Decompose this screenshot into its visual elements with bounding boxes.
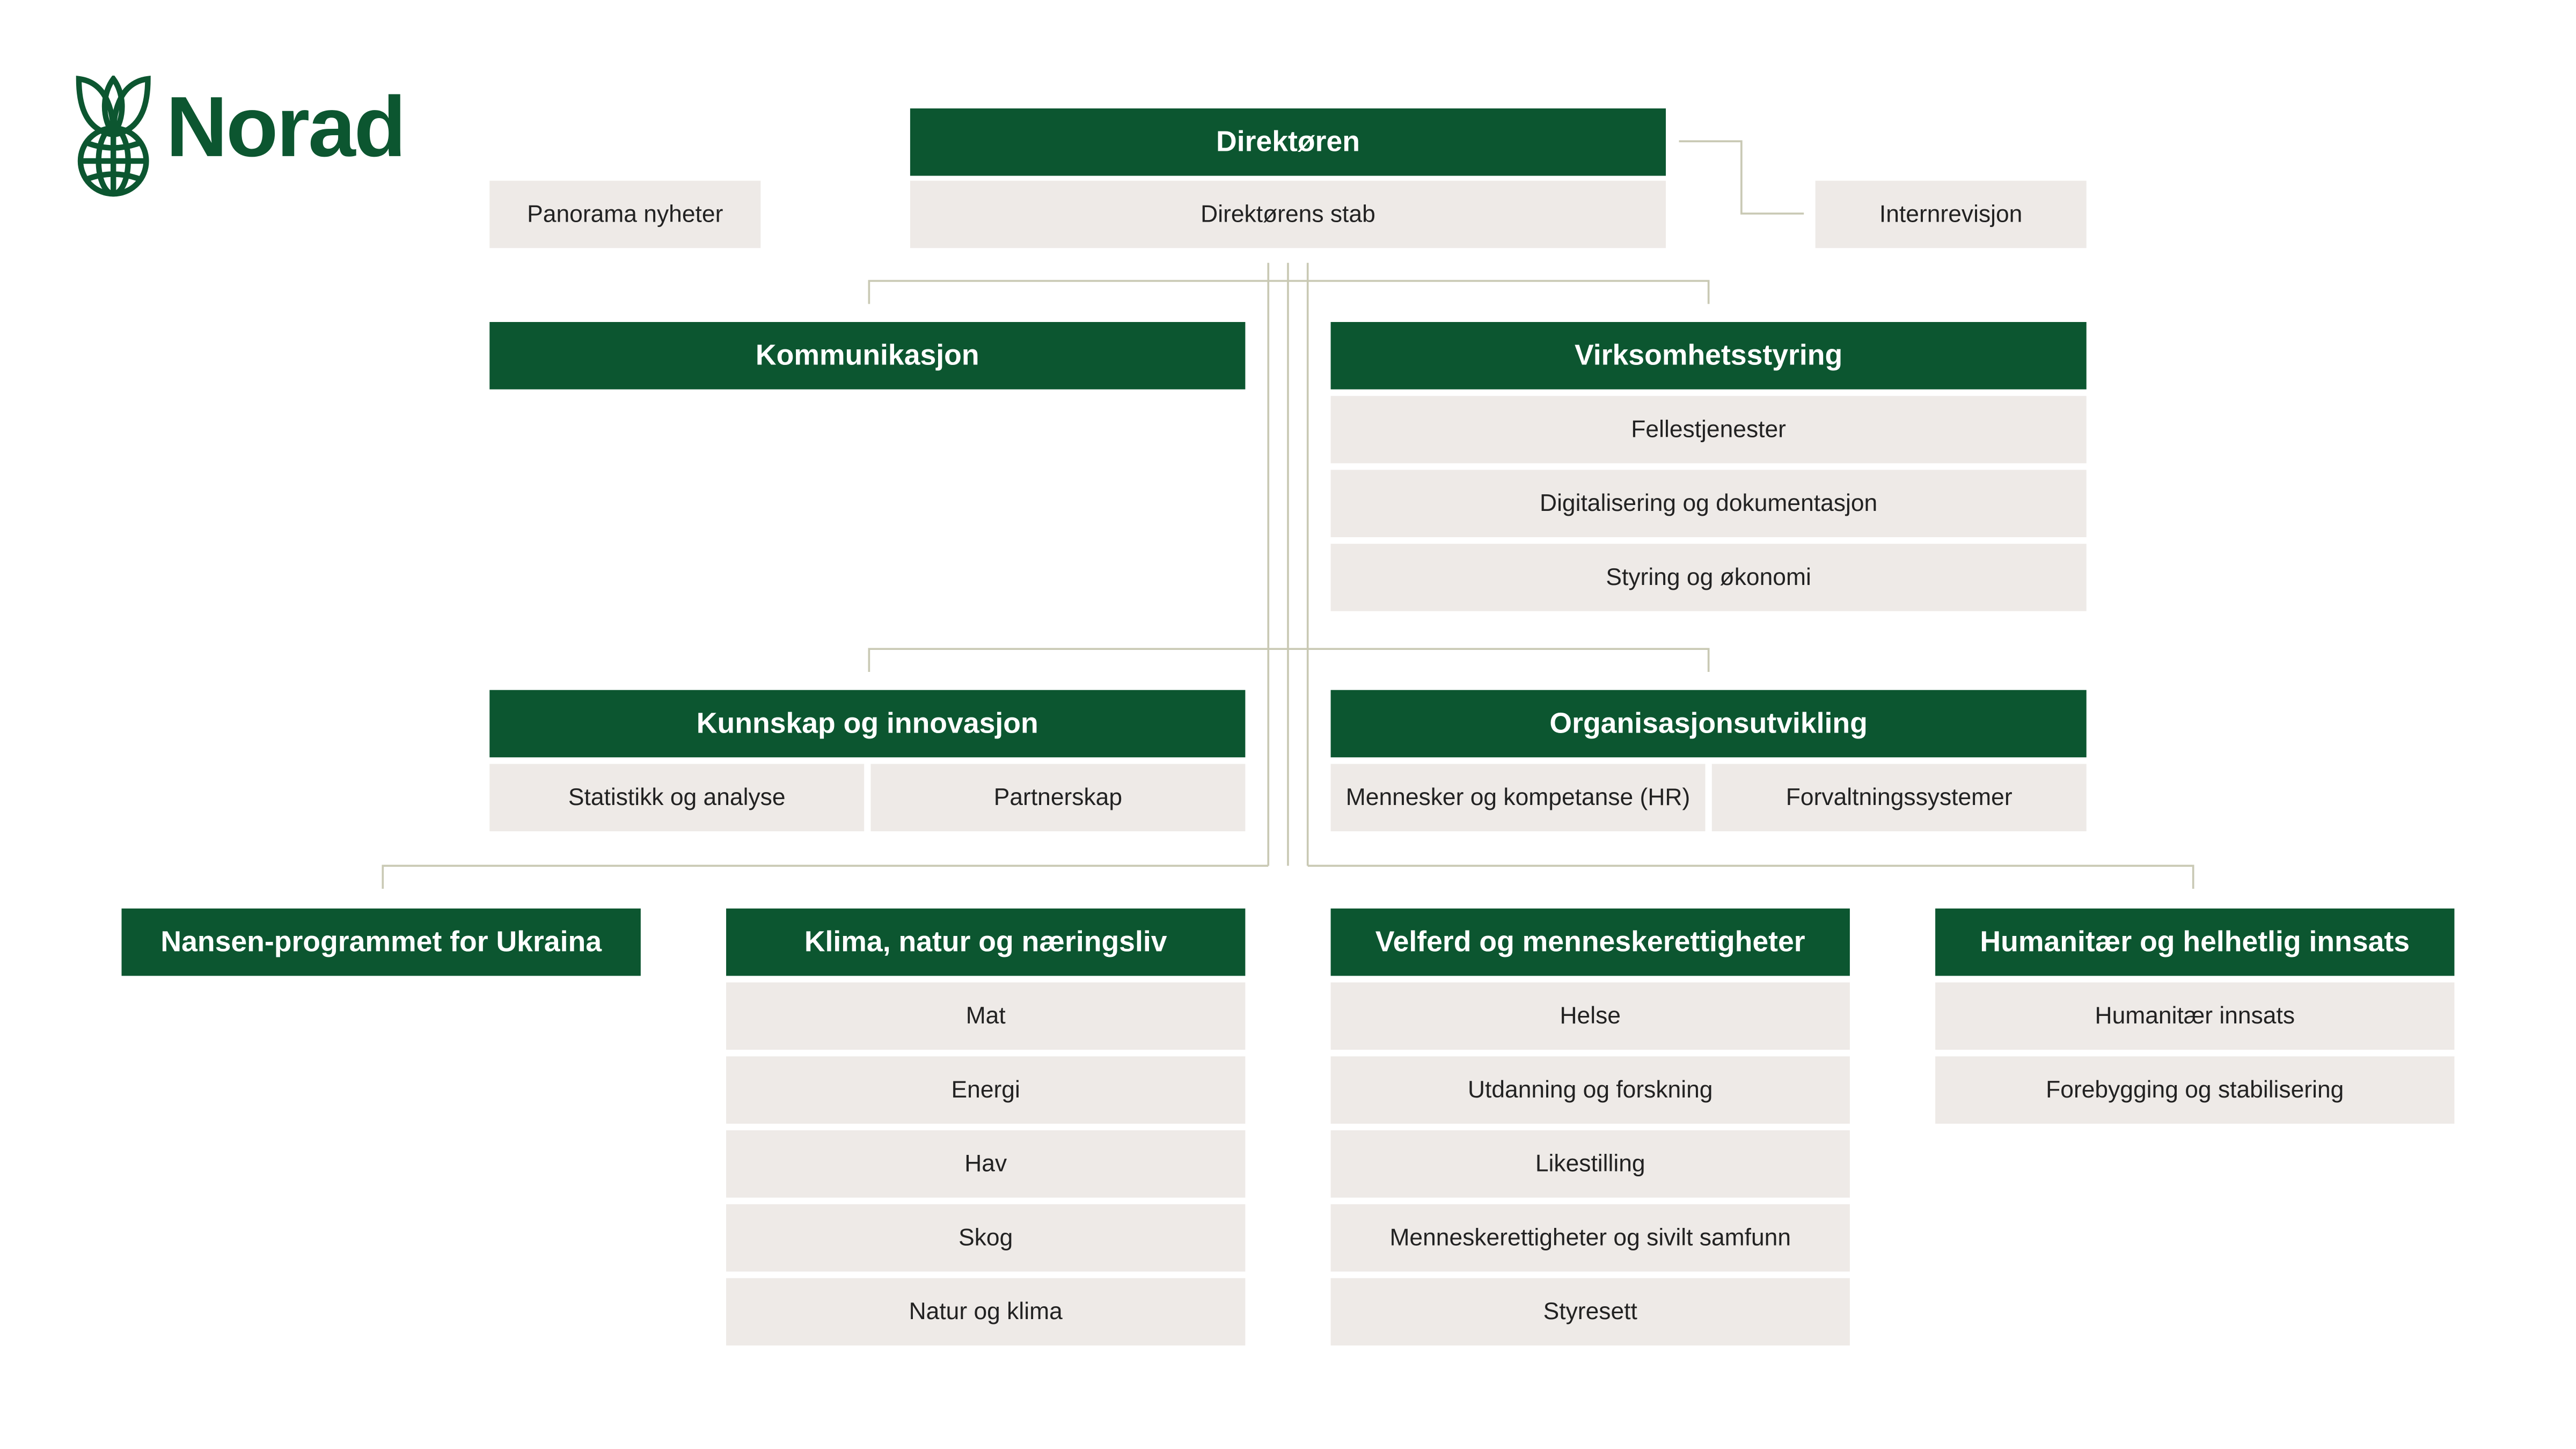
kommunikasjon-title: Kommunikasjon	[755, 338, 979, 371]
velferd-title: Velferd og menneskerettigheter	[1375, 925, 1805, 958]
internrevisjon-label: Internrevisjon	[1879, 201, 2023, 228]
unit-label: Skog	[958, 1225, 1013, 1252]
panorama-box[interactable]: Panorama nyheter	[489, 180, 761, 248]
unit-label: Partnerskap	[993, 784, 1123, 811]
globe-leaf-icon	[76, 75, 151, 197]
klima-title: Klima, natur og næringsliv	[804, 925, 1167, 958]
unit-box[interactable]: Mennesker og kompetanse (HR)	[1330, 764, 1706, 831]
unit-box[interactable]: Humanitær innsats	[1935, 982, 2455, 1050]
humanitaer-title: Humanitær og helhetlig innsats	[1980, 925, 2410, 958]
organisasjon-header[interactable]: Organisasjonsutvikling	[1330, 690, 2087, 758]
kunnskap-header[interactable]: Kunnskap og innovasjon	[489, 690, 1246, 758]
unit-label: Styresett	[1543, 1298, 1637, 1325]
unit-box[interactable]: Skog	[726, 1204, 1246, 1272]
virksomhetsstyring-title: Virksomhetsstyring	[1575, 338, 1843, 371]
unit-box[interactable]: Digitalisering og dokumentasjon	[1330, 470, 2087, 538]
unit-label: Forebygging og stabilisering	[2046, 1077, 2344, 1103]
director-staff-box[interactable]: Direktørens stab	[910, 180, 1666, 248]
unit-label: Styring og økonomi	[1606, 564, 1811, 591]
director-box[interactable]: Direktøren	[910, 108, 1666, 176]
unit-label: Menneskerettigheter og sivilt samfunn	[1389, 1225, 1791, 1252]
director-label: Direktøren	[1216, 125, 1360, 158]
unit-box[interactable]: Natur og klima	[726, 1278, 1246, 1346]
unit-label: Humanitær innsats	[2095, 1002, 2295, 1029]
unit-box[interactable]: Partnerskap	[870, 764, 1246, 831]
unit-box[interactable]: Utdanning og forskning	[1330, 1056, 1850, 1124]
unit-label: Statistikk og analyse	[568, 784, 786, 811]
unit-label: Helse	[1560, 1002, 1621, 1029]
unit-box[interactable]: Mat	[726, 982, 1246, 1050]
unit-box[interactable]: Energi	[726, 1056, 1246, 1124]
director-staff-label: Direktørens stab	[1201, 201, 1375, 228]
velferd-header[interactable]: Velferd og menneskerettigheter	[1330, 908, 1850, 976]
unit-box[interactable]: Styring og økonomi	[1330, 544, 2087, 611]
unit-box[interactable]: Menneskerettigheter og sivilt samfunn	[1330, 1204, 1850, 1272]
unit-label: Digitalisering og dokumentasjon	[1540, 490, 1878, 517]
panorama-label: Panorama nyheter	[527, 201, 723, 228]
kunnskap-title: Kunnskap og innovasjon	[696, 706, 1038, 740]
internrevisjon-box[interactable]: Internrevisjon	[1815, 180, 2087, 248]
virksomhetsstyring-header[interactable]: Virksomhetsstyring	[1330, 321, 2087, 390]
unit-label: Likestilling	[1535, 1151, 1645, 1177]
unit-box[interactable]: Forvaltningssystemer	[1711, 764, 2087, 831]
unit-label: Hav	[964, 1151, 1007, 1177]
nansen-header[interactable]: Nansen-programmet for Ukraina	[121, 908, 641, 976]
logo-wordmark: Norad	[166, 80, 406, 176]
unit-box[interactable]: Helse	[1330, 982, 1850, 1050]
klima-header[interactable]: Klima, natur og næringsliv	[726, 908, 1246, 976]
unit-box[interactable]: Forebygging og stabilisering	[1935, 1056, 2455, 1124]
unit-box[interactable]: Hav	[726, 1130, 1246, 1198]
unit-label: Energi	[951, 1077, 1020, 1103]
organisasjon-title: Organisasjonsutvikling	[1549, 706, 1868, 740]
humanitaer-header[interactable]: Humanitær og helhetlig innsats	[1935, 908, 2455, 976]
nansen-title: Nansen-programmet for Ukraina	[160, 925, 602, 958]
unit-label: Fellestjenester	[1631, 416, 1786, 443]
unit-box[interactable]: Styresett	[1330, 1278, 1850, 1346]
unit-box[interactable]: Fellestjenester	[1330, 396, 2087, 464]
unit-label: Forvaltningssystemer	[1785, 784, 2012, 811]
unit-box[interactable]: Likestilling	[1330, 1130, 1850, 1198]
unit-box[interactable]: Statistikk og analyse	[489, 764, 865, 831]
kommunikasjon-header[interactable]: Kommunikasjon	[489, 321, 1246, 390]
unit-label: Mennesker og kompetanse (HR)	[1345, 784, 1690, 811]
unit-label: Utdanning og forskning	[1467, 1077, 1713, 1103]
unit-label: Mat	[965, 1002, 1006, 1029]
unit-label: Natur og klima	[909, 1298, 1063, 1325]
